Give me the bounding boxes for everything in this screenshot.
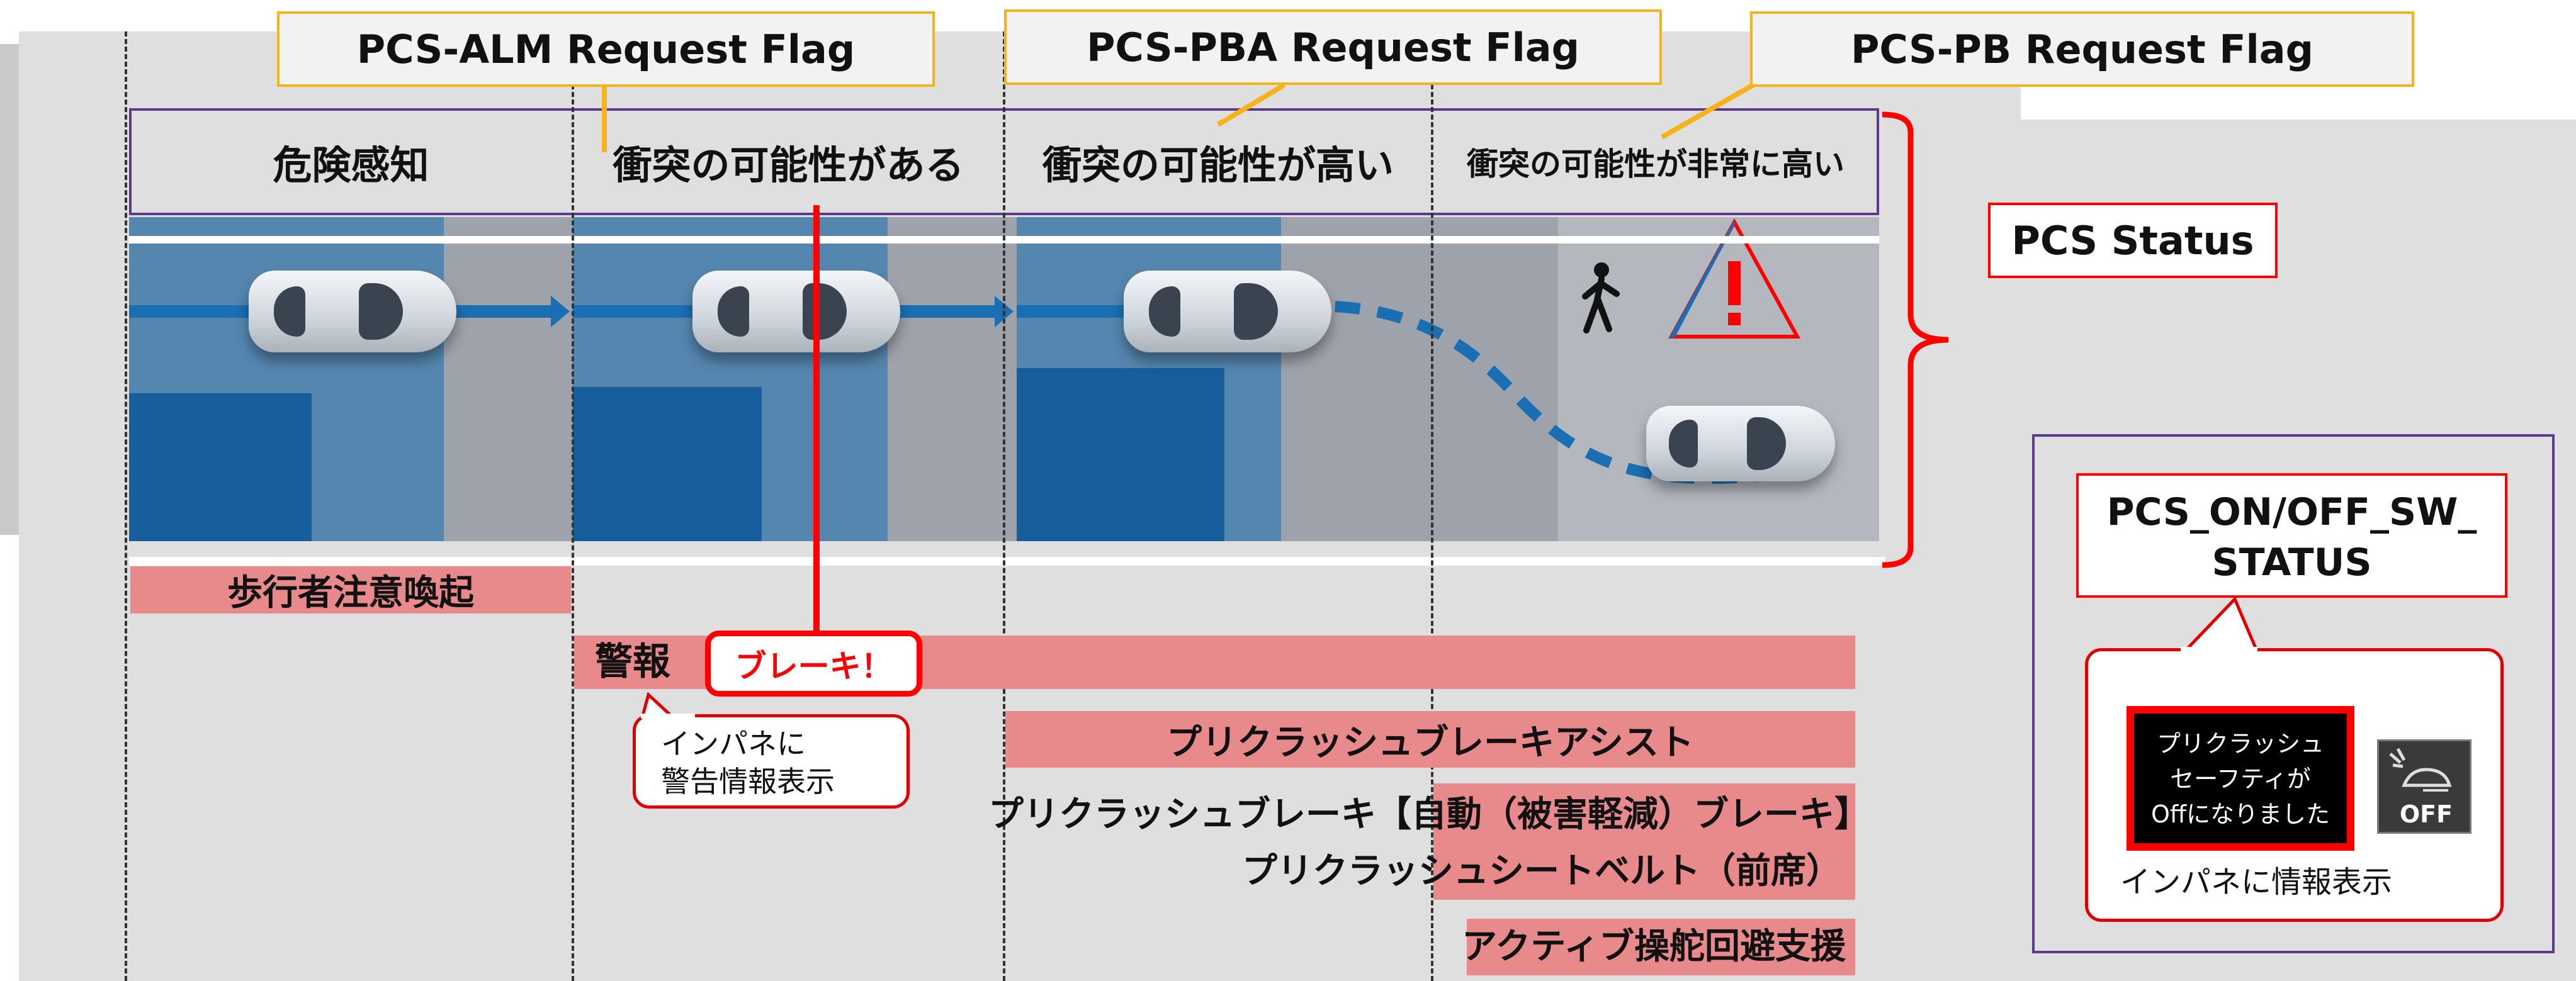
separator-line-2 — [572, 31, 574, 981]
flag-pcs-pba: PCS-PBA Request Flag — [1004, 9, 1662, 85]
panel-warning-tail-cover — [641, 714, 695, 719]
auto-brake-bar — [1433, 783, 1855, 900]
panel-warning-callout: インパネに 警告情報表示 — [633, 714, 910, 809]
warning-triangle-icon — [1668, 218, 1801, 339]
off-icon-label: OFF — [2399, 800, 2453, 828]
switch-title-line2: STATUS — [2212, 541, 2372, 585]
warning-red-line — [813, 205, 820, 639]
display-line3: Offになりました — [2150, 800, 2330, 828]
pcs-off-icon: OFF — [2377, 739, 2471, 834]
brake-popup-text: ブレーキ！ — [735, 647, 893, 685]
flag-pcs-pb: PCS-PB Request Flag — [1750, 11, 2414, 87]
car-3 — [1124, 271, 1331, 352]
switch-tail-cover — [2181, 647, 2257, 653]
car-2 — [692, 271, 900, 352]
instrument-display: プリクラッシュ セーフティが Offになりました — [2127, 706, 2354, 851]
pcs-car-icon — [2389, 748, 2452, 792]
separator-line-1 — [125, 31, 127, 981]
auto-brake-text: プリクラッシュブレーキ【自動（被害軽減）ブレーキ】 — [988, 794, 1870, 835]
blue-block-1 — [129, 393, 312, 541]
road-bottom-line — [129, 557, 1885, 566]
display-line2: セーフティが — [2170, 765, 2311, 793]
status-bracket — [1882, 111, 1949, 568]
brake-assist-text: プリクラッシュブレーキアシスト — [1167, 722, 1694, 763]
display-line1: プリクラッシュ — [2156, 730, 2324, 758]
separator-line-4 — [1431, 31, 1433, 981]
brake-popup: ブレーキ！ — [705, 631, 922, 697]
avoidance-path — [1250, 300, 1766, 484]
blue-block-2 — [573, 387, 762, 541]
blue-block-3 — [1017, 368, 1224, 541]
steering-assist-bar — [1467, 919, 1855, 975]
flag-pcs-alm: PCS-ALM Request Flag — [277, 11, 935, 87]
pcs-status-box: PCS Status — [1988, 203, 2278, 278]
brake-assist-bar: プリクラッシュブレーキアシスト — [1005, 711, 1855, 768]
pedestrian-alert-text: 歩行者注意喚起 — [227, 573, 474, 614]
switch-status-panel — [2032, 434, 2555, 953]
left-grey-margin — [0, 44, 19, 535]
pedestrian-alert-bar: 歩行者注意喚起 — [130, 566, 571, 614]
steering-assist-text: アクティブ操舵回避支援 — [1462, 926, 1846, 967]
car-4 — [1646, 406, 1835, 481]
flag-connectors — [602, 82, 1754, 152]
phase-collision-possible: 衝突の可能性がある — [613, 142, 964, 188]
separator-line-3 — [1003, 31, 1005, 981]
lane-stripe — [1558, 217, 1879, 541]
switch-title-line1: PCS_ON/OFF_SW_ — [2106, 490, 2477, 534]
arrow-head-1 — [551, 296, 570, 327]
pedestrian-icon — [1582, 262, 1620, 334]
pcs-status-label: PCS Status — [2011, 217, 2254, 264]
switch-caption: インパネに情報表示 — [2120, 865, 2393, 900]
car-1 — [249, 271, 456, 352]
phase-danger-detection: 危険感知 — [273, 142, 429, 188]
phase-collision-very-likely: 衝突の可能性が非常に高い — [1467, 146, 1844, 182]
switch-title-box: PCS_ON/OFF_SW_ STATUS — [2076, 473, 2507, 598]
warning-text: 警報 — [595, 640, 670, 684]
panel-warning-line2: 警告情報表示 — [661, 765, 835, 799]
panel-warning-line1: インパネに — [661, 727, 806, 761]
phase-collision-likely: 衝突の可能性が高い — [1042, 142, 1394, 188]
seatbelt-text: プリクラッシュシートベルト（前席） — [1242, 851, 1841, 892]
